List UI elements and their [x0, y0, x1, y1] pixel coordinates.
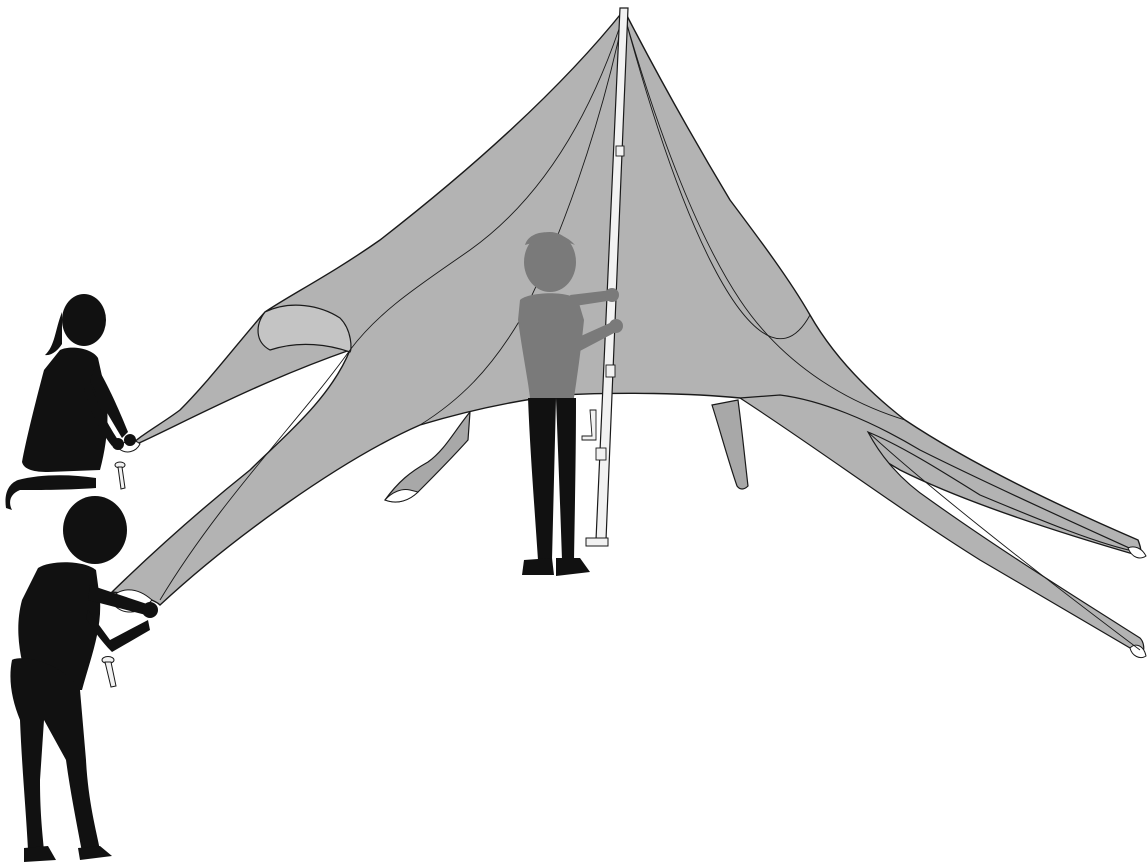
tent-assembly-illustration — [0, 0, 1147, 866]
